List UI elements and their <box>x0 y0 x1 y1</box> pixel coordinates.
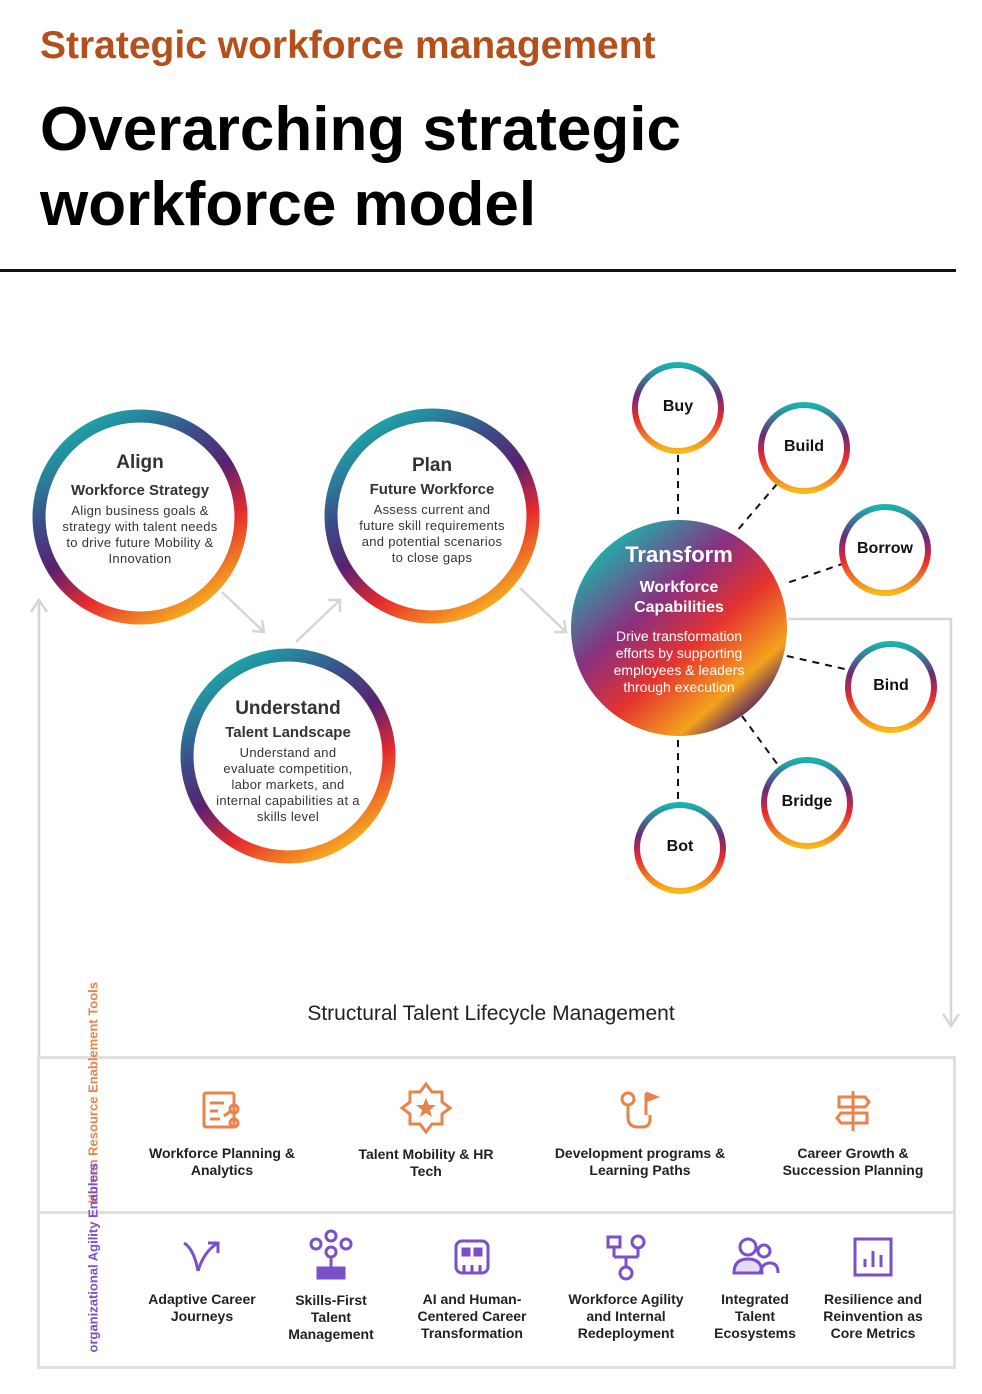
lever-bridge: Bridge <box>781 793 833 810</box>
hr-tool-label: Talent Mobility & HR Tech <box>358 1146 494 1179</box>
understand-heading: Understand <box>235 698 341 719</box>
planning-analytics-icon <box>202 1091 240 1129</box>
stage-understand: Understand Talent Landscape Understand a… <box>213 698 363 825</box>
lever-bot: Bot <box>666 838 694 855</box>
bind-ring <box>845 641 937 733</box>
agility-item: AI and Human-Centered Career Transformat… <box>405 1233 539 1342</box>
agility-enablers-label: organizational Agility Enablers <box>85 1163 101 1353</box>
understand-ring <box>180 648 396 864</box>
understand-description: Understand and evaluate competition, lab… <box>216 745 360 824</box>
lever-connectors <box>677 455 850 800</box>
hr-tool-label: Development programs & Learning Paths <box>554 1145 726 1178</box>
align-heading: Align <box>116 452 164 473</box>
people-icon <box>732 1237 780 1275</box>
transform-heading: Transform <box>625 542 733 567</box>
branching-arrow-icon <box>183 1241 220 1272</box>
buy-ring <box>632 362 724 454</box>
stage-align: Align Workforce Strategy Align business … <box>60 452 220 567</box>
understand-subheading: Talent Landscape <box>225 724 351 741</box>
lifecycle-loop <box>29 597 961 1056</box>
plan-description: Assess current and future skill requirem… <box>359 502 505 565</box>
hr-tool-label: Workforce Planning & Analytics <box>149 1145 295 1178</box>
lever-bind: Bind <box>873 677 909 694</box>
agility-item: Skills-First Talent Management <box>276 1228 386 1343</box>
agility-item-label: Workforce Agility and Internal Redeploym… <box>568 1291 684 1341</box>
agility-item: Integrated Talent Ecosystems <box>703 1233 807 1342</box>
lever-build: Build <box>784 438 824 455</box>
agility-item-label: Integrated Talent Ecosystems <box>714 1291 796 1341</box>
page-title: Overarching strategic workforce model <box>40 95 681 239</box>
learning-path-icon <box>620 1091 661 1129</box>
hr-tool-item: Workforce Planning & Analytics <box>137 1087 307 1179</box>
workflow-icon <box>606 1234 646 1281</box>
transform-circle <box>571 520 787 736</box>
hr-tool-item: Career Growth & Succession Planning <box>776 1087 930 1179</box>
stage-transform: Transform Workforce Capabilities Drive t… <box>600 542 758 696</box>
plan-subheading: Future Workforce <box>369 481 495 498</box>
skills-tree-icon <box>309 1229 353 1280</box>
section-subtitle: Strategic workforce management <box>40 24 656 67</box>
lever-borrow: Borrow <box>857 540 913 557</box>
agility-item-label: Resilience and Reinvention as Core Metri… <box>823 1291 923 1341</box>
stage-arrows <box>221 587 568 643</box>
star-badge-icon <box>399 1081 453 1135</box>
agility-item-label: AI and Human-Centered Career Transformat… <box>417 1291 527 1341</box>
build-ring <box>758 402 850 494</box>
plan-heading: Plan <box>411 455 453 476</box>
transform-description: Drive transformation efforts by supporti… <box>613 628 745 695</box>
lifecycle-label: Structural Talent Lifecycle Management <box>307 1002 675 1025</box>
lever-buy: Buy <box>662 398 694 415</box>
hr-tool-item: Development programs & Learning Paths <box>550 1087 730 1179</box>
borrow-ring <box>839 504 931 596</box>
bridge-ring <box>761 757 853 849</box>
agility-item-label: Adaptive Career Journeys <box>148 1291 256 1324</box>
stage-plan: Plan Future Workforce Assess current and… <box>357 455 507 566</box>
agility-enablers-panel <box>37 1211 956 1369</box>
agility-item: Resilience and Reinvention as Core Metri… <box>812 1233 934 1342</box>
hr-tool-label: Career Growth & Succession Planning <box>782 1145 924 1178</box>
signpost-icon <box>835 1091 871 1131</box>
plan-ring <box>324 408 540 624</box>
transform-subheading: Workforce Capabilities <box>634 579 724 616</box>
bar-chart-icon <box>853 1237 893 1277</box>
hr-tool-item: Talent Mobility & HR Tech <box>345 1080 507 1180</box>
align-ring <box>32 409 248 625</box>
align-subheading: Workforce Strategy <box>70 482 210 499</box>
align-description: Align business goals & strategy with tal… <box>62 503 218 566</box>
header-divider <box>0 269 956 272</box>
agility-item: Adaptive Career Journeys <box>140 1233 264 1325</box>
bot-ring <box>634 802 726 894</box>
agility-item: Workforce Agility and Internal Redeploym… <box>556 1233 696 1342</box>
agility-item-label: Skills-First Talent Management <box>288 1292 374 1342</box>
robot-icon <box>454 1239 490 1275</box>
